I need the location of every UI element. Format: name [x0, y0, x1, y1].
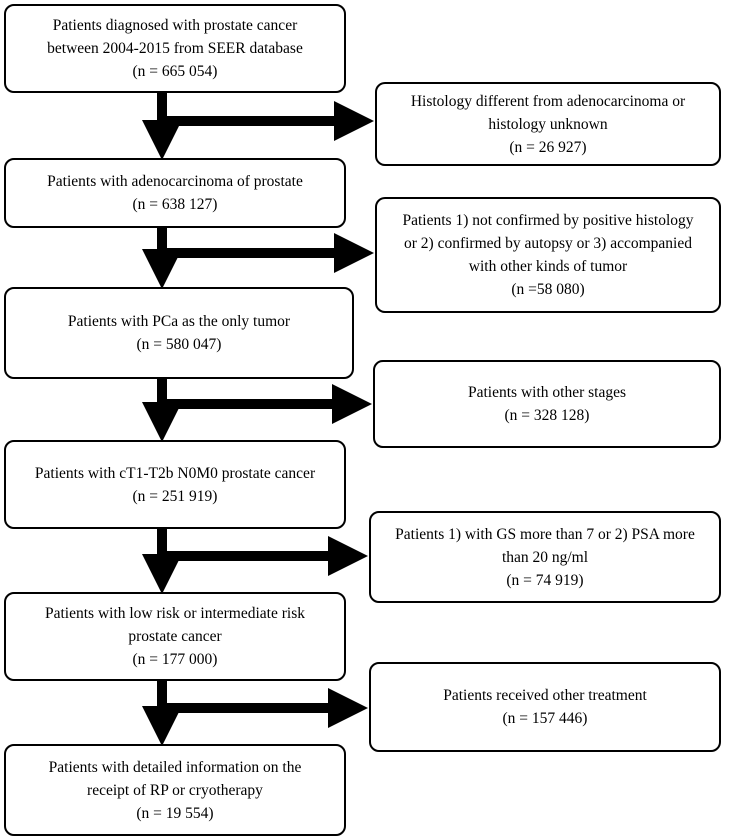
exclusion-5-count: (n = 157 446) — [502, 710, 588, 727]
main-step-6-count: (n = 19 554) — [136, 804, 214, 822]
exclusion-4-line-2: than 20 ng/ml — [501, 548, 589, 566]
main-step-6-line-1: Patients with detailed information on th… — [48, 758, 302, 776]
main-step-5: Patients with low risk or intermediate r… — [4, 592, 346, 681]
exclusion-5-line-1: Patients received other treatment — [443, 687, 647, 704]
main-step-1-count: (n = 665 054) — [132, 63, 218, 80]
main-step-5-count: (n = 177 000) — [132, 651, 218, 668]
exclusion-5: Patients received other treatment (n = 1… — [369, 662, 721, 752]
main-step-6-line-2: receipt of RP or cryotherapy — [87, 781, 263, 799]
main-step-6: Patients with detailed information on th… — [4, 744, 346, 836]
exclusion-2-line-3: with other kinds of tumor — [468, 258, 628, 275]
exclusion-3: Patients with other stages (n = 328 128) — [373, 360, 721, 448]
exclusion-4-line-1: Patients 1) with GS more than 7 or 2) PS… — [395, 525, 695, 543]
exclusion-2-count: (n =58 080) — [511, 281, 585, 298]
main-step-2-count: (n = 638 127) — [132, 196, 218, 213]
main-step-1-line-1: Patients diagnosed with prostate cancer — [52, 17, 298, 34]
exclusion-1-line-1: Histology different from adenocarcinoma … — [410, 92, 686, 110]
exclusion-1: Histology different from adenocarcinoma … — [375, 82, 721, 166]
main-step-4-line-1: Patients with cT1-T2b N0M0 prostate canc… — [34, 464, 316, 482]
main-step-3-line-1: Patients with PCa as the only tumor — [67, 313, 291, 330]
main-step-5-line-2: prostate cancer — [128, 628, 222, 645]
exclusion-3-line-1: Patients with other stages — [468, 384, 626, 401]
exclusion-4: Patients 1) with GS more than 7 or 2) PS… — [369, 511, 721, 603]
main-step-2-line-1: Patients with adenocarcinoma of prostate — [47, 173, 303, 190]
exclusion-2-line-2: or 2) confirmed by autopsy or 3) accompa… — [404, 235, 692, 252]
main-step-1: Patients diagnosed with prostate cancer … — [4, 4, 346, 93]
main-step-4-count: (n = 251 919) — [132, 487, 218, 505]
exclusion-3-count: (n = 328 128) — [504, 407, 590, 424]
main-step-3-count: (n = 580 047) — [136, 336, 222, 353]
exclusion-2-line-1: Patients 1) not confirmed by positive hi… — [402, 212, 694, 229]
main-step-2: Patients with adenocarcinoma of prostate… — [4, 158, 346, 228]
exclusion-1-count: (n = 26 927) — [509, 138, 587, 156]
exclusion-1-line-2: histology unknown — [488, 115, 608, 133]
main-step-5-line-1: Patients with low risk or intermediate r… — [44, 605, 305, 622]
exclusion-2: Patients 1) not confirmed by positive hi… — [375, 197, 721, 313]
main-step-3: Patients with PCa as the only tumor (n =… — [4, 287, 354, 379]
exclusion-4-count: (n = 74 919) — [506, 571, 584, 589]
main-step-4: Patients with cT1-T2b N0M0 prostate canc… — [4, 440, 346, 529]
main-step-1-line-2: between 2004-2015 from SEER database — [47, 40, 303, 57]
